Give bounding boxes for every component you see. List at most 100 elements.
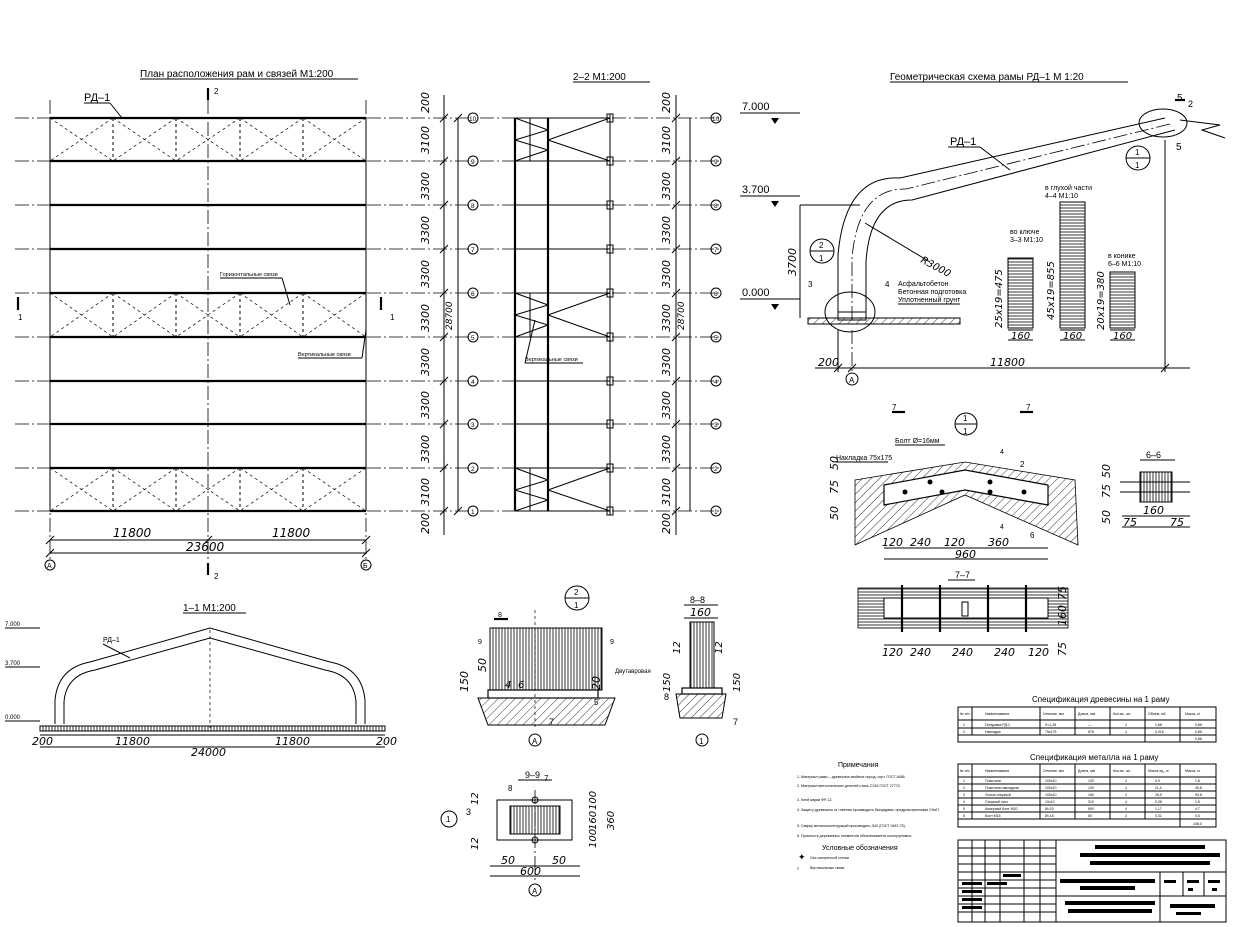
node2-dim-50: 50 — [476, 658, 489, 672]
svg-text:1: 1 — [963, 779, 965, 783]
node1-mark-6: 6 — [1030, 531, 1035, 540]
node1-dim-360: 360 — [988, 536, 1009, 549]
sec11-frame-label: РД–1 — [103, 637, 120, 644]
svg-text:2: 2 — [1125, 814, 1127, 818]
sec66-title: 6–6 — [1146, 450, 1161, 460]
node1-bolt-label: Болт Ø=16мм — [895, 438, 940, 445]
svg-text:2: 2 — [1125, 723, 1127, 727]
geom-sec-mid-dim: 45x19=855 — [1046, 261, 1057, 320]
notes: Примечания 1. Материал рамы – древесина … — [797, 762, 940, 871]
svg-text:1,8: 1,8 — [1195, 779, 1200, 783]
geom-mark-2: 2 — [1188, 99, 1193, 109]
svg-text:100х10: 100х10 — [1045, 793, 1057, 797]
node2-mark-5: 5 — [594, 698, 599, 707]
geom-title: Геометрическая схема рамы РД–1 М 1:20 — [890, 72, 1084, 83]
svg-text:4: 4 — [471, 379, 475, 386]
svg-text:4: 4 — [1125, 800, 1127, 804]
svg-text:7: 7 — [471, 247, 475, 254]
geom-node2-top: 2 — [819, 241, 824, 250]
svg-text:Сечение, мм: Сечение, мм — [1043, 769, 1064, 773]
plan-vert-tie-label: Вертикальные связи — [298, 352, 351, 358]
svg-text:Объем, м3: Объем, м3 — [1148, 712, 1166, 716]
svg-text:0,6: 0,6 — [1195, 814, 1200, 818]
plan-total-length: 28700 — [445, 301, 455, 330]
node1-left-50-top: 50 — [828, 456, 841, 470]
svg-text:0,31: 0,31 — [1155, 814, 1162, 818]
geom-node2-bottom: 1 — [819, 254, 824, 263]
sec88-dim-12a: 12 — [672, 641, 683, 654]
svg-text:108,0: 108,0 — [1193, 822, 1202, 826]
node1-mark-top: 1 — [963, 414, 968, 423]
section-2-2-title: 2–2 М1:200 — [573, 72, 626, 83]
sec22-dims: 200 3100 3300 3300 3300 3300 3300 3300 3… — [660, 92, 687, 534]
node1-mark-2: 2 — [1020, 460, 1025, 469]
svg-text:26,9: 26,9 — [1155, 793, 1162, 797]
sec22-axis-bubbles: 10 9 8 7 6 5 4 3 2 1 — [710, 112, 722, 517]
svg-text:53,8: 53,8 — [1195, 793, 1202, 797]
geom-mark-5-top: 5 — [1177, 93, 1183, 104]
node2-mark-bot: 1 — [574, 601, 579, 610]
node1-plate-label: Накладка 75х175 — [836, 455, 892, 462]
svg-text:160: 160 — [1088, 793, 1094, 797]
sec77-v2: 160 — [1056, 605, 1069, 626]
geom-mark-3: 3 — [808, 280, 813, 289]
svg-text:4: 4 — [1125, 786, 1127, 790]
plan-axis-bubbles: 10 9 8 7 6 5 4 3 2 1 — [467, 112, 479, 517]
sec66-h-right: 75 — [1170, 516, 1184, 529]
plan-dim-5: 3300 — [419, 304, 432, 332]
svg-text:7: 7 — [714, 247, 718, 254]
svg-text:0,85: 0,85 — [1195, 723, 1202, 727]
svg-text:Асфальтобетон: Асфальтобетон — [898, 280, 949, 288]
svg-text:4: 4 — [1125, 730, 1127, 734]
geom-radius: R3000 — [919, 255, 953, 280]
sec66-v3: 50 — [1100, 510, 1113, 524]
geometric-scheme: Геометрическая схема рамы РД–1 М 1:20 7.… — [740, 72, 1226, 386]
sec99-dim-100a: 100 — [588, 791, 599, 810]
geom-frame-label: РД–1 — [950, 136, 976, 148]
sec66-v1: 50 — [1100, 464, 1113, 478]
svg-text:10: 10 — [712, 116, 720, 123]
sec99-dim-160: 160 — [588, 811, 599, 830]
plan-span-2: 11800 — [272, 526, 311, 540]
svg-text:6: 6 — [714, 291, 718, 298]
node1-dim-120a: 120 — [882, 536, 903, 549]
geom-mark-5-bot: 5 — [1176, 142, 1182, 153]
node2-dim-150: 150 — [458, 671, 471, 692]
geom-level-zero: 0.000 — [742, 287, 770, 299]
svg-text:3300: 3300 — [660, 260, 673, 288]
note-4: 4. Защиту древесины от гниения производи… — [797, 808, 940, 812]
plan-dim-4: 3300 — [419, 260, 432, 288]
section-1-1: 1–1 М1:200 7.000 3.700 0.000 РД–1 200 11… — [5, 603, 397, 759]
geom-sec-w-1: 160 — [1011, 331, 1030, 342]
section-7-7: 7–7 120 240 240 240 120 75 160 75 — [857, 570, 1069, 659]
geom-node-top: 1 — [1135, 148, 1140, 157]
node2-axis-a: А — [532, 737, 538, 746]
geom-floor-notes: Асфальтобетон Бетонная подготовка Уплотн… — [898, 280, 966, 305]
svg-text:Кол-во, шт.: Кол-во, шт. — [1113, 712, 1131, 716]
sec11-total: 24000 — [191, 746, 226, 759]
sec77-v1: 75 — [1056, 586, 1069, 600]
svg-text:1: 1 — [471, 509, 475, 516]
sec88-width: 160 — [690, 606, 711, 619]
svg-text:2: 2 — [1125, 779, 1127, 783]
sec99-bot-600: 600 — [520, 865, 541, 878]
svg-text:45,6: 45,6 — [1195, 786, 1202, 790]
sec88-dim-150b: 150 — [732, 673, 743, 692]
sec99-mark-3: 3 — [466, 807, 471, 817]
svg-text:Длина, мм: Длина, мм — [1078, 712, 1096, 716]
sec99-bot-50b: 50 — [552, 854, 566, 867]
svg-text:2: 2 — [963, 786, 965, 790]
section-8-8: 8–8 160 12 12 150 150 8 7 1 — [662, 595, 743, 747]
svg-text:3100: 3100 — [660, 126, 673, 154]
section-6-6: 6–6 50 75 50 160 75 75 — [1100, 450, 1190, 529]
sec99-title: 9–9 — [525, 770, 540, 780]
plan-dims-bottom: 11800 11800 23600 А Б — [44, 526, 372, 571]
geom-sec-w-2: 160 — [1063, 331, 1082, 342]
plan-total-span: 23600 — [186, 540, 225, 554]
svg-text:3300: 3300 — [660, 172, 673, 200]
svg-text:4: 4 — [1125, 807, 1127, 811]
sec88-title: 8–8 — [690, 595, 705, 605]
node2-dim-20: 20 — [590, 676, 603, 690]
